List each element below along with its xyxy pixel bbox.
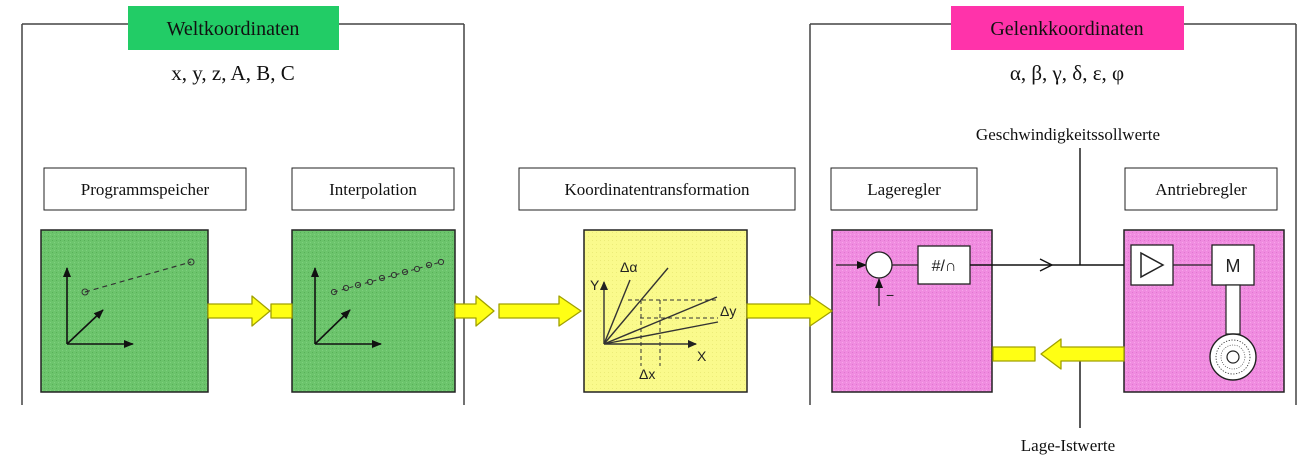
world-title-box bbox=[128, 6, 339, 50]
programmspeicher-label-box bbox=[43, 167, 247, 211]
speed-setpoint-signal bbox=[970, 148, 1124, 272]
world-title: Weltkoordinaten bbox=[167, 18, 300, 40]
koordinatentransformation-panel: Y X Δα Δy Δx bbox=[583, 229, 748, 393]
programmspeicher-panel bbox=[40, 229, 209, 393]
flow-arrow-transformation-to-lageregler bbox=[746, 295, 833, 327]
flow-arrow-feedback-to-lageregler bbox=[1040, 338, 1125, 370]
antriebregler-label-box bbox=[1124, 167, 1278, 211]
interpolation-points-icon bbox=[330, 258, 445, 296]
interpolation-label: Interpolation bbox=[329, 180, 417, 199]
joint-title: Gelenkkoordinaten bbox=[990, 18, 1143, 40]
motor-label: M bbox=[1226, 256, 1241, 276]
graph-delta-alpha: Δα bbox=[620, 259, 637, 275]
limiter-symbol: #/∩ bbox=[932, 258, 957, 275]
flow-arrow-interpolation-out bbox=[454, 295, 495, 327]
interpolation-label-box bbox=[291, 167, 455, 211]
amplifier-block bbox=[1130, 244, 1174, 286]
koordinatentransformation-label: Koordinatentransformation bbox=[564, 180, 750, 199]
interpolation-axes-icon bbox=[311, 267, 382, 348]
speed-setpoints-label: Geschwindigkeitssollwerte bbox=[976, 125, 1160, 144]
koordinatentransformation-label-box bbox=[518, 167, 796, 211]
antriebregler-panel: M bbox=[1123, 229, 1285, 393]
graph-delta-y: Δy bbox=[720, 303, 736, 319]
interpolation-panel bbox=[291, 229, 456, 393]
encoder-icon bbox=[1209, 333, 1257, 381]
programmspeicher-label: Programmspeicher bbox=[81, 180, 210, 199]
antriebregler-label: Antriebregler bbox=[1155, 180, 1247, 199]
joint-title-box bbox=[951, 6, 1184, 50]
lageregler-panel: − #/∩ bbox=[831, 229, 993, 393]
programmspeicher-path-line bbox=[84, 261, 192, 293]
world-coordinates: x, y, z, A, B, C bbox=[171, 61, 294, 85]
flow-stub-interpolation-input bbox=[270, 303, 293, 319]
graph-axis-y: Y bbox=[590, 277, 600, 293]
position-actuals-label: Lage-Istwerte bbox=[1021, 436, 1115, 455]
summing-junction-icon bbox=[865, 251, 893, 279]
joint-coordinates: α, β, γ, δ, ε, φ bbox=[1010, 61, 1124, 85]
limiter-block bbox=[917, 245, 971, 285]
feedback-minus-sign: − bbox=[886, 287, 894, 303]
graph-axis-x: X bbox=[697, 348, 707, 364]
motor-shaft bbox=[1225, 284, 1241, 335]
end-point-icon bbox=[187, 258, 195, 266]
graph-delta-x: Δx bbox=[639, 366, 655, 382]
lageregler-label: Lageregler bbox=[867, 180, 941, 199]
flow-stub-lageregler-feedback bbox=[992, 346, 1036, 362]
amplifier-icon bbox=[1140, 251, 1165, 279]
world-axes-icon bbox=[63, 267, 134, 348]
start-point-icon bbox=[81, 288, 89, 296]
lageregler-label-box bbox=[830, 167, 978, 211]
flow-arrow-program-to-interpolation bbox=[207, 295, 271, 327]
flow-arrow-to-transformation bbox=[498, 295, 582, 327]
motor-block bbox=[1211, 244, 1255, 286]
